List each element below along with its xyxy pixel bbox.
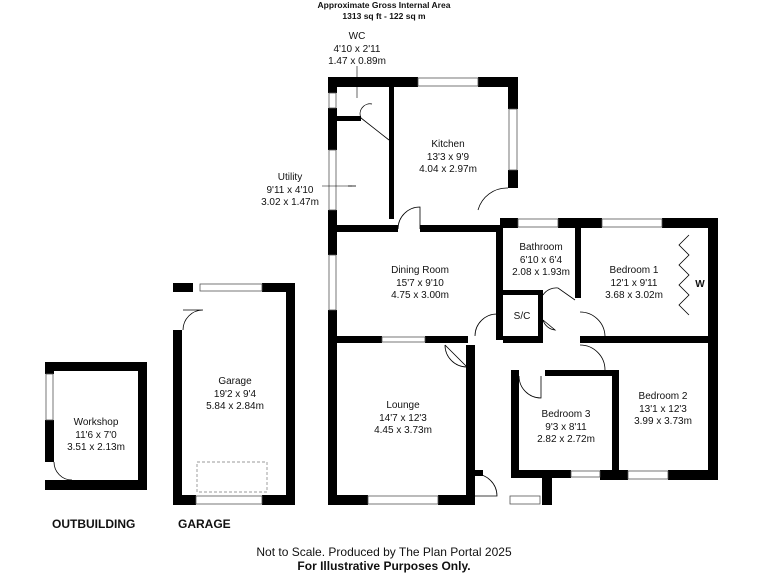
footer-disclaimer: Not to Scale. Produced by The Plan Porta…: [256, 545, 512, 559]
room-imperial: 19'2 x 9'4: [213, 388, 257, 400]
room-metric: 1.47 x 0.89m: [328, 56, 386, 67]
area-value: 1313 sq ft - 122 sq m: [342, 11, 426, 21]
room-name: Workshop: [73, 417, 119, 428]
room-metric: 4.04 x 2.97m: [419, 164, 477, 175]
section-outbuilding: OUTBUILDING: [52, 517, 136, 531]
room-name: WC: [348, 31, 366, 42]
room-metric: 3.02 x 1.47m: [261, 197, 319, 208]
room-name: Garage: [218, 376, 252, 387]
windows: [45, 77, 669, 505]
room-imperial: 9'11 x 4'10: [266, 184, 314, 196]
room-imperial: 15'7 x 9'10: [396, 277, 444, 289]
area-title: Approximate Gross Internal Area: [317, 0, 451, 10]
room-metric: 3.99 x 3.73m: [634, 416, 692, 427]
room-name: Bedroom 3: [541, 409, 591, 420]
garage-door-outline: [196, 461, 268, 493]
room-metric: 3.51 x 2.13m: [67, 442, 125, 453]
wardrobe-label: W: [695, 279, 705, 290]
area-header: Approximate Gross Internal Area 1313 sq …: [318, 0, 451, 22]
room-imperial: 12'1 x 9'11: [610, 277, 658, 289]
storage-cupboard-label: S/C: [513, 311, 531, 322]
room-metric: 4.45 x 3.73m: [374, 425, 432, 436]
room-name: Bedroom 2: [638, 391, 688, 402]
walls: [45, 77, 718, 505]
room-imperial: 14'7 x 12'3: [379, 412, 427, 424]
room-imperial: 9'3 x 8'11: [545, 421, 587, 433]
room-metric: 2.82 x 2.72m: [537, 434, 595, 445]
room-imperial: 13'1 x 12'3: [639, 403, 687, 415]
doors: [53, 103, 690, 497]
room-name: Kitchen: [431, 139, 465, 150]
room-name: Bedroom 1: [609, 265, 659, 276]
room-metric: 3.68 x 3.02m: [605, 290, 663, 301]
room-imperial: 11'6 x 7'0: [75, 429, 117, 441]
room-imperial: 6'10 x 6'4: [519, 254, 563, 266]
footer-illustrative: For Illustrative Purposes Only.: [297, 559, 471, 573]
section-garage: GARAGE: [178, 517, 231, 531]
room-imperial: 4'10 x 2'11: [333, 43, 381, 55]
room-name: Lounge: [386, 400, 420, 411]
room-metric: 4.75 x 3.00m: [391, 290, 449, 301]
room-name: Dining Room: [391, 265, 449, 276]
room-name: Utility: [277, 172, 303, 183]
room-imperial: 13'3 x 9'9: [426, 151, 470, 163]
room-metric: 2.08 x 1.93m: [512, 267, 570, 278]
room-metric: 5.84 x 2.84m: [206, 401, 264, 412]
room-name: Bathroom: [519, 242, 563, 253]
